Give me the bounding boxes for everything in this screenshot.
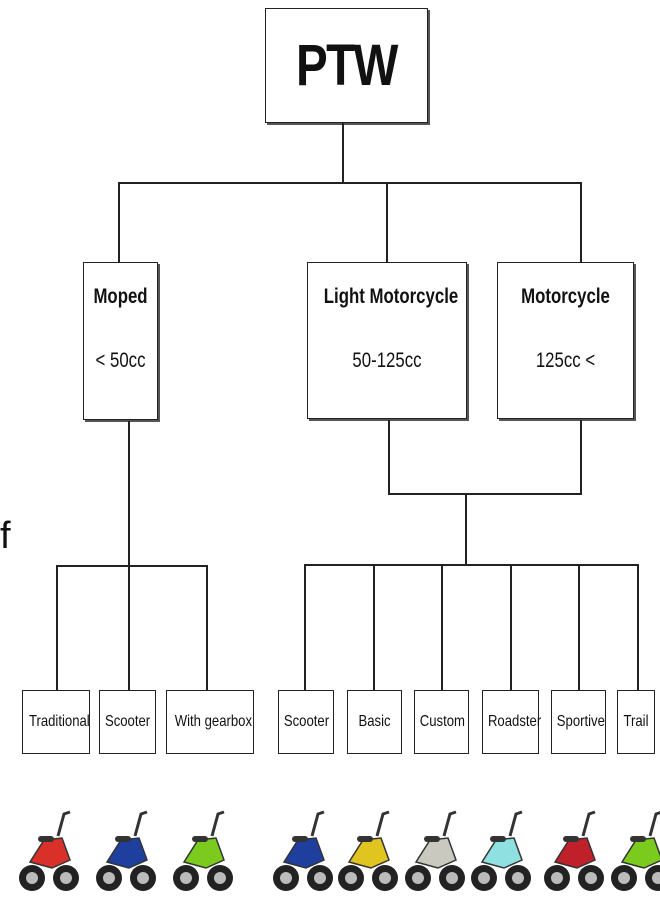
motorcycle-type-label: Custom [419, 713, 465, 730]
connector-line [510, 564, 512, 692]
motorcycle-type-label: Sportive [556, 713, 605, 730]
connector-line [637, 564, 639, 692]
category-light-motorcycle: Light Motorcycle 50-125cc [307, 262, 467, 419]
connector-line [206, 565, 208, 690]
scooter-icon [96, 810, 156, 891]
traditional-moped-icon [19, 810, 79, 891]
custom-motorcycle-icon [405, 810, 465, 891]
motorcycle-type-label: Scooter [283, 713, 330, 730]
moped-type-label: With gearbox [174, 713, 253, 730]
motorcycle-type-sportive: Sportive [551, 690, 606, 754]
connector-line [441, 564, 443, 692]
root-node-ptw: PTW [265, 8, 428, 123]
category-light-motorcycle-range: 50-125cc [352, 349, 422, 372]
motorcycle-type-scooter: Scooter [278, 690, 334, 754]
motorcycle-type-label: Roadster [487, 713, 542, 730]
moped-type-label: Scooter [104, 713, 151, 730]
motorcycle-type-label: Trail [623, 713, 649, 730]
moped-type-with-gearbox: With gearbox [166, 690, 254, 754]
connector-line [388, 493, 582, 495]
connector-line [373, 564, 375, 692]
connector-line [580, 182, 582, 262]
connector-line [56, 565, 208, 567]
moped-type-label: Traditional [28, 713, 90, 730]
basic-motorcycle-icon [338, 810, 398, 891]
connector-line [580, 420, 582, 494]
moped-type-scooter: Scooter [99, 690, 156, 754]
connector-line [304, 564, 639, 566]
connector-line [56, 565, 58, 690]
gearbox-moped-icon [173, 810, 233, 891]
trail-motorcycle-icon [611, 811, 660, 891]
scooter-icon [273, 810, 333, 891]
connector-line [128, 421, 130, 566]
roadster-motorcycle-icon [471, 810, 531, 891]
connector-line [128, 565, 130, 690]
connector-line [118, 182, 581, 184]
connector-line [342, 123, 344, 183]
category-motorcycle-name: Motorcycle [521, 285, 610, 308]
stray-letter: f [0, 515, 11, 557]
category-moped-name: Moped [93, 285, 148, 308]
connector-line [465, 493, 467, 565]
connector-line [578, 564, 580, 692]
category-moped-range: < 50cc [95, 349, 146, 372]
motorcycle-type-trail: Trail [617, 690, 655, 754]
motorcycle-type-roadster: Roadster [482, 690, 542, 754]
category-motorcycle-range: 125cc < [535, 349, 596, 372]
moped-type-traditional: Traditional [22, 690, 90, 754]
category-motorcycle: Motorcycle 125cc < [497, 262, 634, 419]
connector-line [118, 182, 120, 262]
connector-line [304, 564, 306, 692]
connector-line [386, 182, 388, 262]
category-moped: Moped < 50cc [83, 262, 158, 420]
category-light-motorcycle-name: Light Motorcycle [323, 285, 459, 308]
motorcycle-type-custom: Custom [414, 690, 469, 754]
motorcycle-type-basic: Basic [347, 690, 402, 754]
sportive-motorcycle-icon [544, 810, 604, 891]
motorcycle-type-label: Basic [358, 713, 391, 730]
root-label: PTW [296, 33, 398, 98]
connector-line [388, 420, 390, 494]
